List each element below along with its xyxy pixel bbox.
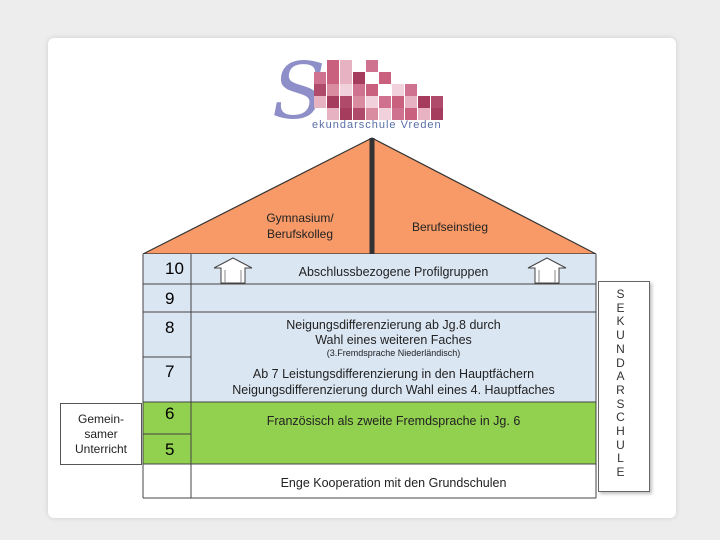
row-6-text: Französisch als zweite Fremdsprache in J… — [266, 414, 521, 428]
vertical-letter: H — [616, 424, 626, 439]
up-arrow-icon — [527, 257, 567, 284]
logo-square — [405, 108, 417, 120]
logo-square — [431, 108, 443, 120]
vertical-letter: R — [616, 382, 626, 397]
vertical-letter: U — [616, 437, 626, 452]
logo-square — [392, 84, 404, 96]
vertical-letter: L — [617, 451, 625, 466]
logo-square — [340, 72, 352, 84]
grade-10: 10 — [165, 259, 184, 278]
logo-square — [405, 96, 417, 108]
logo-square — [379, 108, 391, 120]
logo-square — [340, 108, 352, 120]
side-box-line3: Unterricht — [74, 442, 127, 456]
logo-square — [431, 96, 443, 108]
logo-square — [366, 96, 378, 108]
side-box-line1: Gemein- — [77, 412, 124, 426]
vertical-letter: E — [616, 465, 626, 480]
logo-square — [314, 84, 326, 96]
logo-square — [392, 96, 404, 108]
grade-9: 9 — [165, 289, 175, 308]
logo-square — [327, 84, 339, 96]
side-box-line2: samer — [84, 427, 118, 441]
vertical-letter: C — [616, 410, 626, 425]
roof-left-label-line2: Berufskolleg — [266, 227, 334, 241]
vertical-letter: U — [616, 328, 626, 343]
logo-square — [366, 108, 378, 120]
row-7-text-line2: Neigungsdifferenzierung durch Wahl eines… — [232, 383, 555, 397]
logo-square — [340, 60, 352, 72]
up-arrow-icon — [213, 257, 253, 284]
logo-text: ekundarschule Vreden — [312, 119, 442, 131]
logo-square — [379, 96, 391, 108]
vertical-letter: D — [616, 355, 626, 370]
logo-square — [340, 84, 352, 96]
vertical-letter: S — [616, 287, 626, 301]
logo-square — [379, 72, 391, 84]
logo-square — [353, 108, 365, 120]
foundation-band — [143, 464, 596, 498]
grade-6: 6 — [165, 404, 175, 423]
blue-band — [143, 254, 596, 402]
logo-square — [366, 84, 378, 96]
row-7-text: Ab 7 Leistungsdifferenzierung in den Hau… — [191, 367, 596, 397]
vertical-letter: A — [616, 369, 626, 384]
common-lessons-box: Gemein- samer Unterricht — [60, 403, 142, 465]
green-band — [143, 402, 596, 464]
logo-square — [353, 72, 365, 84]
grade-7: 7 — [165, 362, 175, 381]
logo-square — [327, 96, 339, 108]
logo-square — [327, 60, 339, 72]
logo-square — [327, 108, 339, 120]
logo-square — [314, 72, 326, 84]
vertical-letter: S — [616, 396, 626, 411]
row-8-text-line2: Wahl eines weiteren Faches — [315, 333, 472, 347]
row-8-text-line1: Neigungsdifferenzierung ab Jg.8 durch — [286, 318, 501, 332]
row-7-text-line1: Ab 7 Leistungsdifferenzierung in den Hau… — [252, 367, 535, 381]
logo-square — [405, 84, 417, 96]
logo-square — [314, 96, 326, 108]
vertical-letter: E — [616, 300, 626, 315]
roof-right-label: Berufseinstieg — [411, 220, 489, 234]
roof-left-label-line1: Gymnasium/ — [266, 211, 334, 225]
logo-square — [392, 108, 404, 120]
foundation-text: Enge Kooperation mit den Grundschulen — [280, 476, 507, 490]
grade-8: 8 — [165, 318, 175, 337]
logo-square — [418, 108, 430, 120]
logo-square — [353, 84, 365, 96]
row-10-text: Abschlussbezogene Profilgruppen — [298, 265, 489, 279]
row-8-text: Neigungsdifferenzierung ab Jg.8 durch Wa… — [191, 318, 596, 359]
logo-square — [340, 96, 352, 108]
logo-square — [353, 96, 365, 108]
grade-5: 5 — [165, 440, 175, 459]
roof-left-label: Gymnasium/ Berufskolleg — [240, 210, 360, 242]
row-8-note: (3.Fremdsprache Niederländisch) — [326, 348, 461, 358]
vertical-letter: N — [616, 341, 626, 356]
vertical-letter: K — [616, 314, 626, 329]
logo-square — [366, 60, 378, 72]
logo-square — [418, 96, 430, 108]
logo-square — [327, 72, 339, 84]
